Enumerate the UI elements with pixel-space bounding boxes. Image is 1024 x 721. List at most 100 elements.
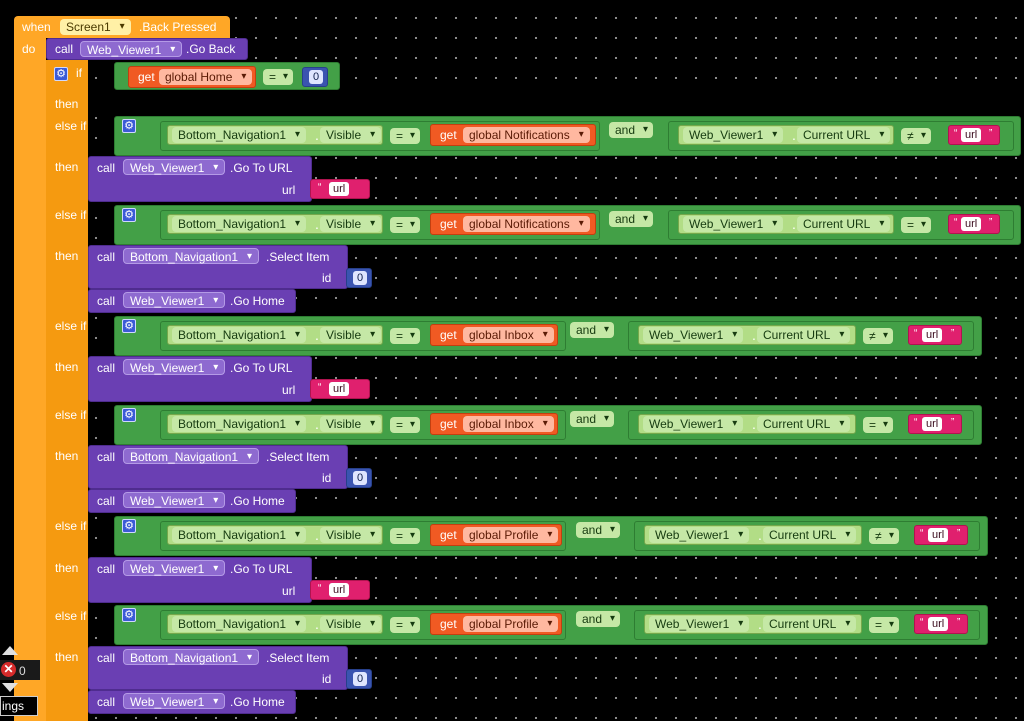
- text-value[interactable]: url: [329, 382, 350, 396]
- text-block-url[interactable]: “ url ”: [908, 414, 962, 434]
- equals-operator-dropdown[interactable]: =: [390, 617, 420, 633]
- get-global-home-block[interactable]: get global Home: [128, 66, 256, 88]
- not-equals-operator-dropdown[interactable]: ≠: [863, 328, 893, 344]
- variable-dropdown-inbox[interactable]: global Inbox: [463, 416, 554, 432]
- and-mutator-gear-icon[interactable]: ⚙: [122, 119, 136, 133]
- component-dropdown[interactable]: Web_Viewer1: [649, 616, 750, 632]
- equals-operator-dropdown[interactable]: =: [390, 528, 420, 544]
- property-dropdown[interactable]: Current URL: [797, 216, 891, 232]
- error-x-icon[interactable]: ✕: [1, 662, 16, 677]
- component-dropdown[interactable]: Bottom_Navigation1: [172, 327, 307, 343]
- property-dropdown[interactable]: Current URL: [763, 616, 857, 632]
- text-value[interactable]: url: [922, 328, 943, 342]
- number-value[interactable]: 0: [309, 70, 323, 84]
- text-block-url[interactable]: “ url: [310, 580, 370, 600]
- web-viewer-dropdown[interactable]: Web_Viewer1: [123, 159, 226, 176]
- text-value[interactable]: url: [961, 217, 982, 231]
- and-operator-dropdown[interactable]: and: [609, 122, 654, 138]
- bottom-nav-visible-getter[interactable]: Bottom_Navigation1 . Visible: [167, 414, 383, 434]
- component-dropdown[interactable]: Web_Viewer1: [649, 527, 750, 543]
- get-global-notifications-block[interactable]: get global Notifications: [430, 124, 596, 146]
- component-dropdown[interactable]: Bottom_Navigation1: [172, 616, 307, 632]
- and-mutator-gear-icon[interactable]: ⚙: [122, 608, 136, 622]
- and-operator-dropdown[interactable]: and: [576, 522, 621, 538]
- web-viewer-current-url-getter[interactable]: Web_Viewer1 . Current URL: [638, 325, 856, 345]
- web-viewer-current-url-getter[interactable]: Web_Viewer1 . Current URL: [644, 614, 862, 634]
- text-block-url[interactable]: “ url: [310, 379, 370, 399]
- warning-nav-up-arrow-icon[interactable]: [2, 646, 18, 655]
- property-dropdown[interactable]: Visible: [320, 416, 382, 432]
- number-block-zero[interactable]: 0: [302, 67, 328, 87]
- text-value[interactable]: url: [922, 417, 943, 431]
- if-mutator-gear-icon[interactable]: ⚙: [54, 67, 68, 81]
- text-block-url[interactable]: “ url ”: [914, 525, 968, 545]
- web-viewer-current-url-getter[interactable]: Web_Viewer1 . Current URL: [678, 214, 894, 234]
- web-viewer-dropdown[interactable]: Web_Viewer1: [80, 41, 183, 58]
- text-block-url[interactable]: “ url ”: [948, 214, 1000, 234]
- number-value[interactable]: 0: [353, 271, 367, 285]
- and-mutator-gear-icon[interactable]: ⚙: [122, 208, 136, 222]
- component-dropdown[interactable]: Bottom_Navigation1: [172, 127, 307, 143]
- equals-operator-dropdown[interactable]: =: [390, 328, 420, 344]
- web-viewer-dropdown[interactable]: Web_Viewer1: [123, 292, 226, 309]
- bottom-nav-visible-getter[interactable]: Bottom_Navigation1 . Visible: [167, 614, 383, 634]
- equals-operator-dropdown[interactable]: =: [863, 417, 893, 433]
- get-global-profile-block[interactable]: get global Profile: [430, 613, 562, 635]
- variable-dropdown-inbox[interactable]: global Inbox: [463, 327, 554, 343]
- equals-operator-dropdown[interactable]: =: [263, 69, 293, 85]
- not-equals-operator-dropdown[interactable]: ≠: [869, 528, 899, 544]
- variable-dropdown-notifications[interactable]: global Notifications: [463, 216, 590, 232]
- web-viewer-dropdown[interactable]: Web_Viewer1: [123, 359, 226, 376]
- equals-operator-dropdown[interactable]: =: [390, 417, 420, 433]
- text-block-url[interactable]: “ url ”: [948, 125, 1000, 145]
- get-global-inbox-block[interactable]: get global Inbox: [430, 413, 558, 435]
- and-mutator-gear-icon[interactable]: ⚙: [122, 319, 136, 333]
- property-dropdown[interactable]: Visible: [320, 327, 382, 343]
- number-block-zero[interactable]: 0: [346, 268, 372, 288]
- and-mutator-gear-icon[interactable]: ⚙: [122, 408, 136, 422]
- bottom-nav-visible-getter[interactable]: Bottom_Navigation1 . Visible: [167, 214, 383, 234]
- text-value[interactable]: url: [329, 182, 350, 196]
- equals-operator-dropdown[interactable]: =: [390, 128, 420, 144]
- and-operator-dropdown[interactable]: and: [576, 611, 621, 627]
- number-value[interactable]: 0: [353, 672, 367, 686]
- component-dropdown[interactable]: Web_Viewer1: [683, 216, 784, 232]
- if-block-spine[interactable]: [46, 60, 88, 721]
- get-global-notifications-block[interactable]: get global Notifications: [430, 213, 596, 235]
- component-dropdown[interactable]: Web_Viewer1: [683, 127, 784, 143]
- event-component-dropdown[interactable]: Screen1: [60, 19, 131, 35]
- property-dropdown[interactable]: Visible: [320, 616, 382, 632]
- and-mutator-gear-icon[interactable]: ⚙: [122, 519, 136, 533]
- and-operator-dropdown[interactable]: and: [609, 211, 654, 227]
- warnings-toggle-button[interactable]: ings: [0, 696, 38, 716]
- text-block-url[interactable]: “ url ”: [908, 325, 962, 345]
- number-block-zero[interactable]: 0: [346, 468, 372, 488]
- property-dropdown[interactable]: Visible: [320, 527, 382, 543]
- bottom-nav-visible-getter[interactable]: Bottom_Navigation1 . Visible: [167, 325, 383, 345]
- component-dropdown[interactable]: Web_Viewer1: [643, 327, 744, 343]
- bottom-nav-visible-getter[interactable]: Bottom_Navigation1 . Visible: [167, 125, 383, 145]
- number-block-zero[interactable]: 0: [346, 669, 372, 689]
- and-operator-dropdown[interactable]: and: [570, 411, 615, 427]
- get-global-inbox-block[interactable]: get global Inbox: [430, 324, 558, 346]
- property-dropdown[interactable]: Current URL: [797, 127, 891, 143]
- web-viewer-current-url-getter[interactable]: Web_Viewer1 . Current URL: [638, 414, 856, 434]
- bottom-nav-dropdown[interactable]: Bottom_Navigation1: [123, 248, 260, 265]
- web-viewer-dropdown[interactable]: Web_Viewer1: [123, 693, 226, 710]
- component-dropdown[interactable]: Bottom_Navigation1: [172, 416, 307, 432]
- bottom-nav-dropdown[interactable]: Bottom_Navigation1: [123, 448, 260, 465]
- variable-dropdown-home[interactable]: global Home: [159, 69, 253, 85]
- text-value[interactable]: url: [961, 128, 982, 142]
- equals-operator-dropdown[interactable]: =: [390, 217, 420, 233]
- property-dropdown[interactable]: Current URL: [763, 527, 857, 543]
- variable-dropdown-profile[interactable]: global Profile: [463, 527, 559, 543]
- text-block-url[interactable]: “ url ”: [914, 614, 968, 634]
- number-value[interactable]: 0: [353, 471, 367, 485]
- property-dropdown[interactable]: Visible: [320, 216, 382, 232]
- warning-nav-down-arrow-icon[interactable]: [2, 683, 18, 692]
- text-value[interactable]: url: [928, 528, 949, 542]
- bottom-nav-visible-getter[interactable]: Bottom_Navigation1 . Visible: [167, 525, 383, 545]
- component-dropdown[interactable]: Bottom_Navigation1: [172, 216, 307, 232]
- variable-dropdown-profile[interactable]: global Profile: [463, 616, 559, 632]
- property-dropdown[interactable]: Visible: [320, 127, 382, 143]
